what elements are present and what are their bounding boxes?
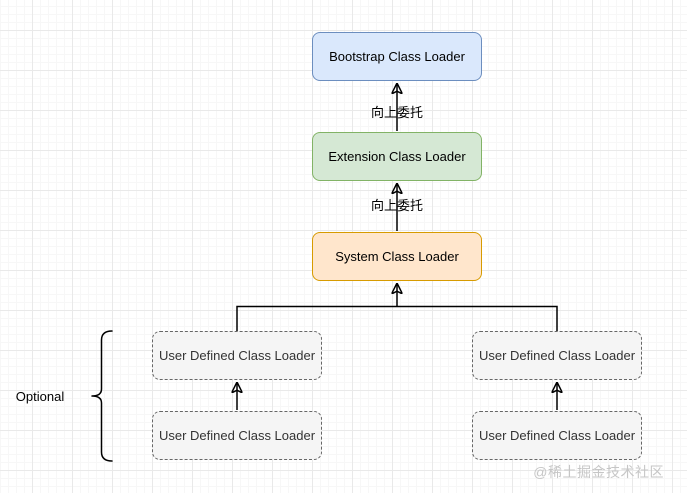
- node-user-defined-class-loader-left-top: User Defined Class Loader: [152, 331, 322, 380]
- connector-user-defined-junction: [236, 305, 558, 331]
- node-label: User Defined Class Loader: [158, 348, 316, 363]
- node-user-defined-class-loader-right-bottom: User Defined Class Loader: [472, 411, 642, 460]
- node-label: User Defined Class Loader: [158, 428, 316, 443]
- curly-brace-optional: [91, 330, 113, 462]
- node-system-class-loader: System Class Loader: [312, 232, 482, 281]
- node-label: Bootstrap Class Loader: [329, 49, 465, 64]
- node-user-defined-class-loader-right-top: User Defined Class Loader: [472, 331, 642, 380]
- edge-label-delegate-up-2: 向上委托: [370, 198, 423, 213]
- node-label: User Defined Class Loader: [478, 428, 636, 443]
- watermark: @稀土掘金技术社区: [533, 464, 664, 480]
- node-label: System Class Loader: [335, 249, 459, 264]
- node-label: User Defined Class Loader: [478, 348, 636, 363]
- node-extension-class-loader: Extension Class Loader: [312, 132, 482, 181]
- optional-label: Optional: [15, 389, 65, 404]
- edge-label-delegate-up-1: 向上委托: [370, 105, 423, 120]
- node-user-defined-class-loader-left-bottom: User Defined Class Loader: [152, 411, 322, 460]
- node-label: Extension Class Loader: [328, 149, 466, 164]
- node-bootstrap-class-loader: Bootstrap Class Loader: [312, 32, 482, 81]
